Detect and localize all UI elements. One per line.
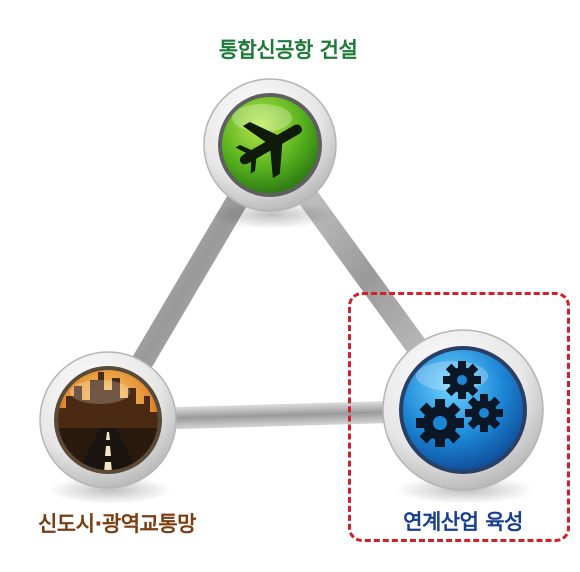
label-industry: 연계산업 육성	[403, 510, 523, 534]
airplane-icon	[235, 122, 302, 178]
label-airport: 통합신공항 건설	[218, 38, 358, 62]
highlight-frame	[348, 292, 570, 542]
label-newtown: 신도시·광역교통망	[37, 512, 197, 536]
node-newtown	[39, 351, 177, 504]
node-industry	[382, 329, 544, 504]
node-airport	[203, 78, 337, 229]
